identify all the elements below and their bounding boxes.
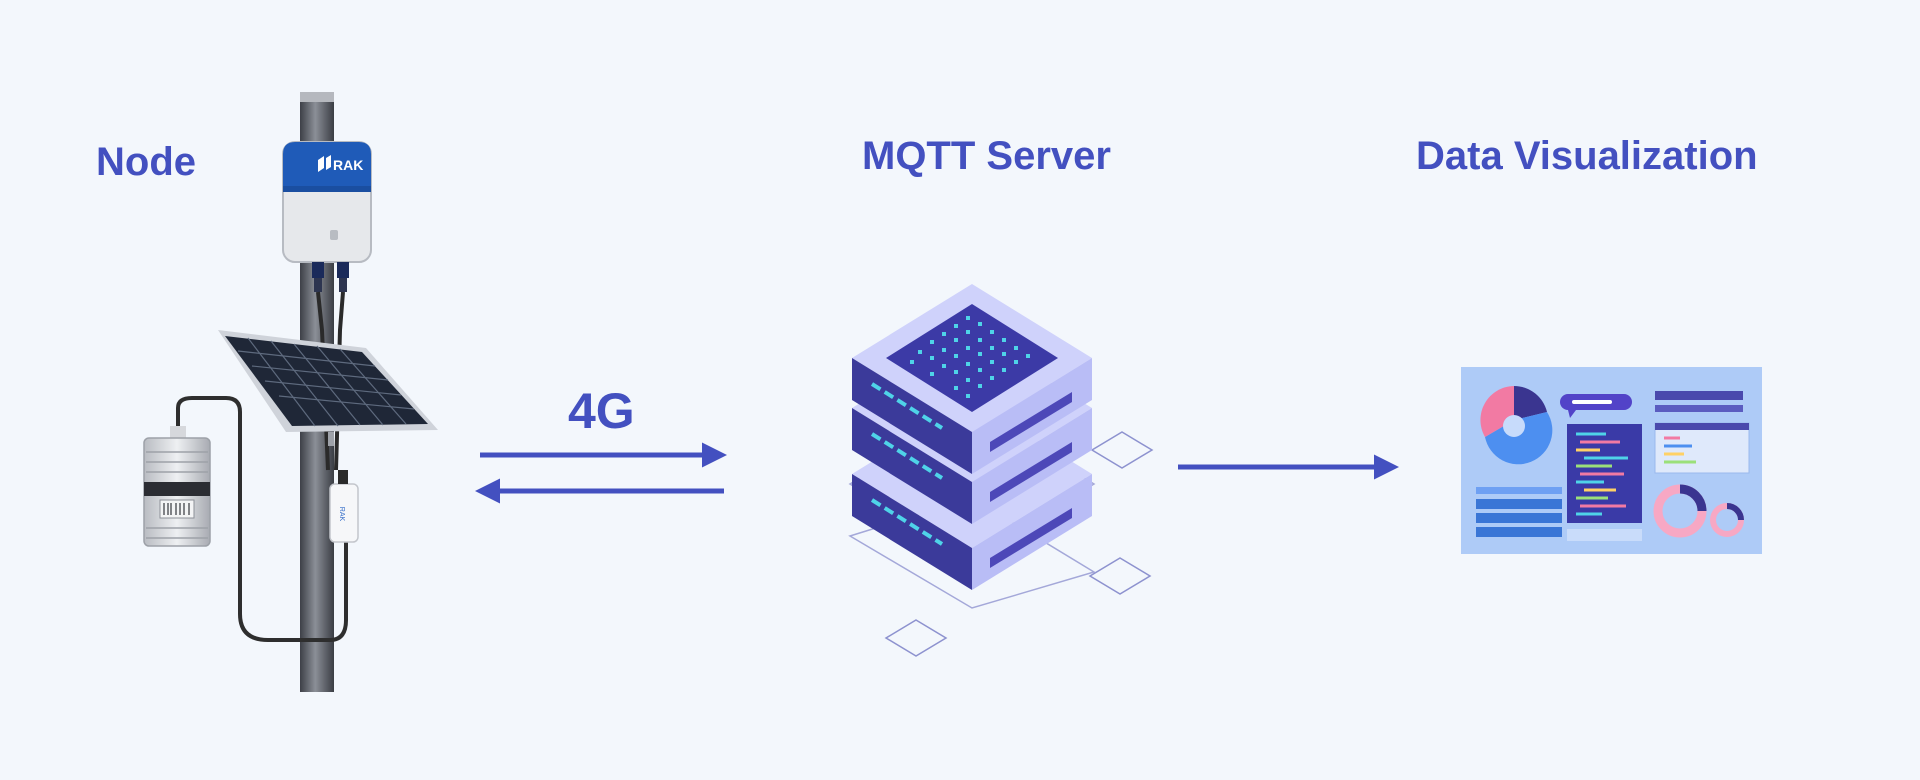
pie-chart-icon (1480, 386, 1553, 465)
network-4g-label: 4G (568, 383, 635, 439)
controller-box: RAK (329, 470, 359, 543)
node-device-illustration: RAK (143, 92, 438, 692)
donut-chart-icon (1653, 484, 1707, 538)
rak-logo-icon (318, 155, 331, 172)
dashboard-illustration (1461, 367, 1762, 554)
mqtt-server-label: MQTT Server (862, 134, 1111, 178)
bidirectional-4g-arrows (475, 442, 727, 504)
data-visualization-label: Data Visualization (1416, 134, 1758, 178)
code-panel (1567, 424, 1642, 523)
sensor-device (143, 426, 211, 547)
window-panel (1654, 422, 1750, 474)
pole-cap (300, 92, 334, 102)
rak-gateway-box: RAK (282, 141, 372, 292)
mqtt-server-illustration (848, 284, 1154, 657)
svg-text:RAK: RAK (338, 507, 345, 522)
device-brand-label: RAK (333, 157, 363, 173)
node-label: Node (96, 140, 196, 184)
server-tier-top (852, 284, 1092, 474)
donut-chart-icon (1710, 503, 1744, 537)
solar-panel (218, 330, 438, 446)
sensor-cable (176, 396, 348, 642)
chat-bubble-icon (1560, 394, 1632, 418)
server-matrix-screen (886, 304, 1058, 412)
